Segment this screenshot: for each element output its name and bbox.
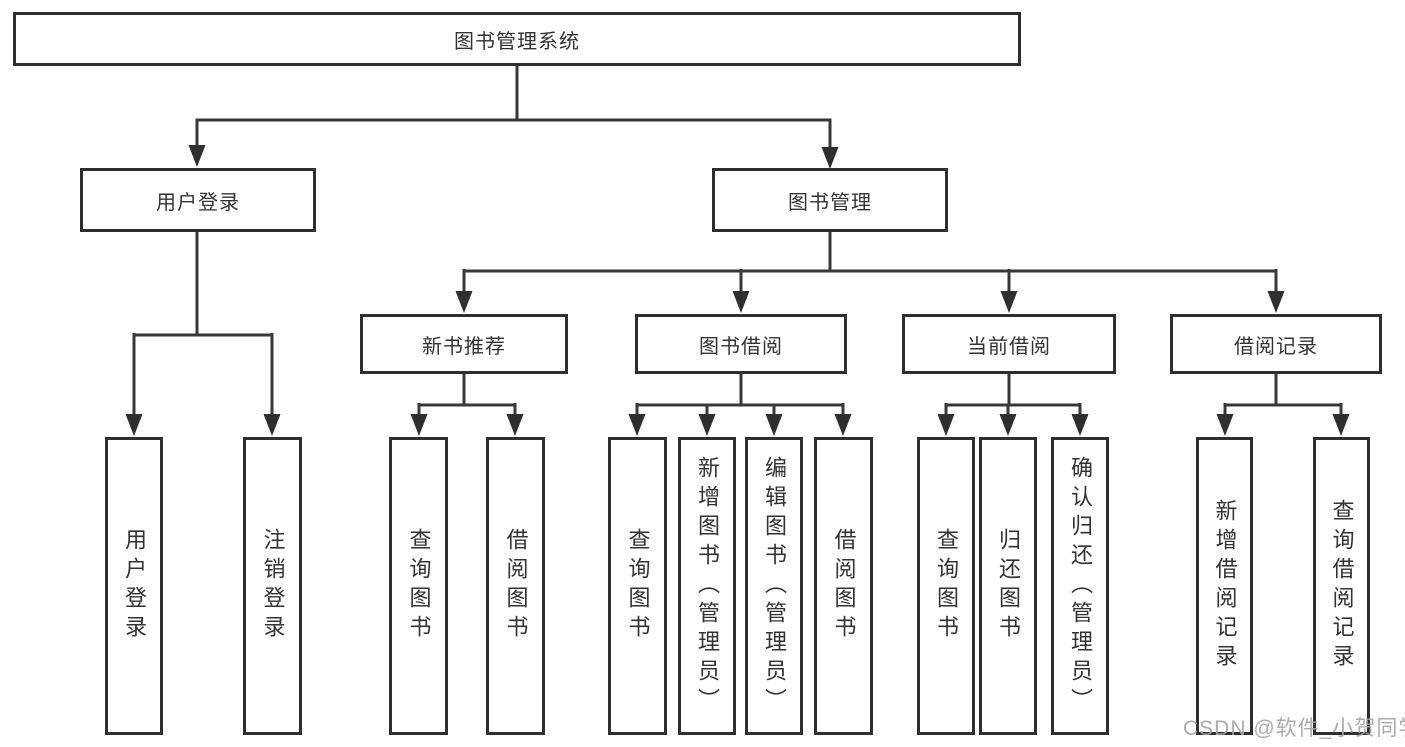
node-label: 图书管理系统 xyxy=(454,30,580,53)
node-new-book-recommend: 新书推荐 xyxy=(360,314,568,374)
leaf-query-borrow-record: 查询借阅记录 xyxy=(1313,437,1370,735)
node-label: 查询图书 xyxy=(934,528,959,644)
node-label: 查询图书 xyxy=(406,528,432,644)
leaf-logout: 注销登录 xyxy=(243,437,302,735)
node-label: 图书借阅 xyxy=(699,335,783,358)
node-label: 新增借阅记录 xyxy=(1212,499,1238,673)
node-label: 注销登录 xyxy=(260,528,286,644)
node-label: 查询图书 xyxy=(625,528,651,644)
node-label: 新书推荐 xyxy=(422,335,506,358)
leaf-query-books-recommend: 查询图书 xyxy=(389,437,448,735)
node-label: 图书管理 xyxy=(788,191,872,214)
node-library-management-system: 图书管理系统 xyxy=(13,12,1021,66)
node-label: 用户登录 xyxy=(156,191,240,214)
node-user-login: 用户登录 xyxy=(80,168,316,232)
node-label: 当前借阅 xyxy=(967,335,1051,358)
leaf-return-books: 归还图书 xyxy=(979,437,1037,735)
node-book-borrow: 图书借阅 xyxy=(635,314,847,374)
node-label: 借阅图书 xyxy=(831,528,857,644)
node-book-management: 图书管理 xyxy=(712,168,948,232)
node-label: 归还图书 xyxy=(996,528,1021,644)
leaf-query-books-current: 查询图书 xyxy=(917,437,975,735)
leaf-add-borrow-record: 新增借阅记录 xyxy=(1196,437,1253,735)
node-label: 用户登录 xyxy=(122,528,147,644)
node-label: 借阅图书 xyxy=(503,528,529,644)
node-borrow-records: 借阅记录 xyxy=(1170,314,1382,374)
leaf-user-login: 用户登录 xyxy=(105,437,163,735)
leaf-confirm-return-admin: 确认归还（管理员） xyxy=(1051,437,1109,735)
node-label: 借阅记录 xyxy=(1234,335,1318,358)
arrowheads xyxy=(125,145,1350,436)
leaf-borrow-books: 借阅图书 xyxy=(814,437,873,735)
node-label: 确认归还（管理员） xyxy=(1068,455,1093,717)
node-label: 编辑图书（管理员） xyxy=(762,455,787,717)
node-label: 新增图书（管理员） xyxy=(695,455,720,717)
leaf-borrow-books-recommend: 借阅图书 xyxy=(486,437,545,735)
csdn-watermark: CSDN @软件_小贺同学 xyxy=(1183,717,1405,740)
leaf-edit-books-admin: 编辑图书（管理员） xyxy=(745,437,803,735)
leaf-add-books-admin: 新增图书（管理员） xyxy=(678,437,736,735)
leaf-query-books-borrow: 查询图书 xyxy=(608,437,667,735)
node-current-borrow: 当前借阅 xyxy=(902,314,1116,374)
node-label: 查询借阅记录 xyxy=(1329,499,1355,673)
